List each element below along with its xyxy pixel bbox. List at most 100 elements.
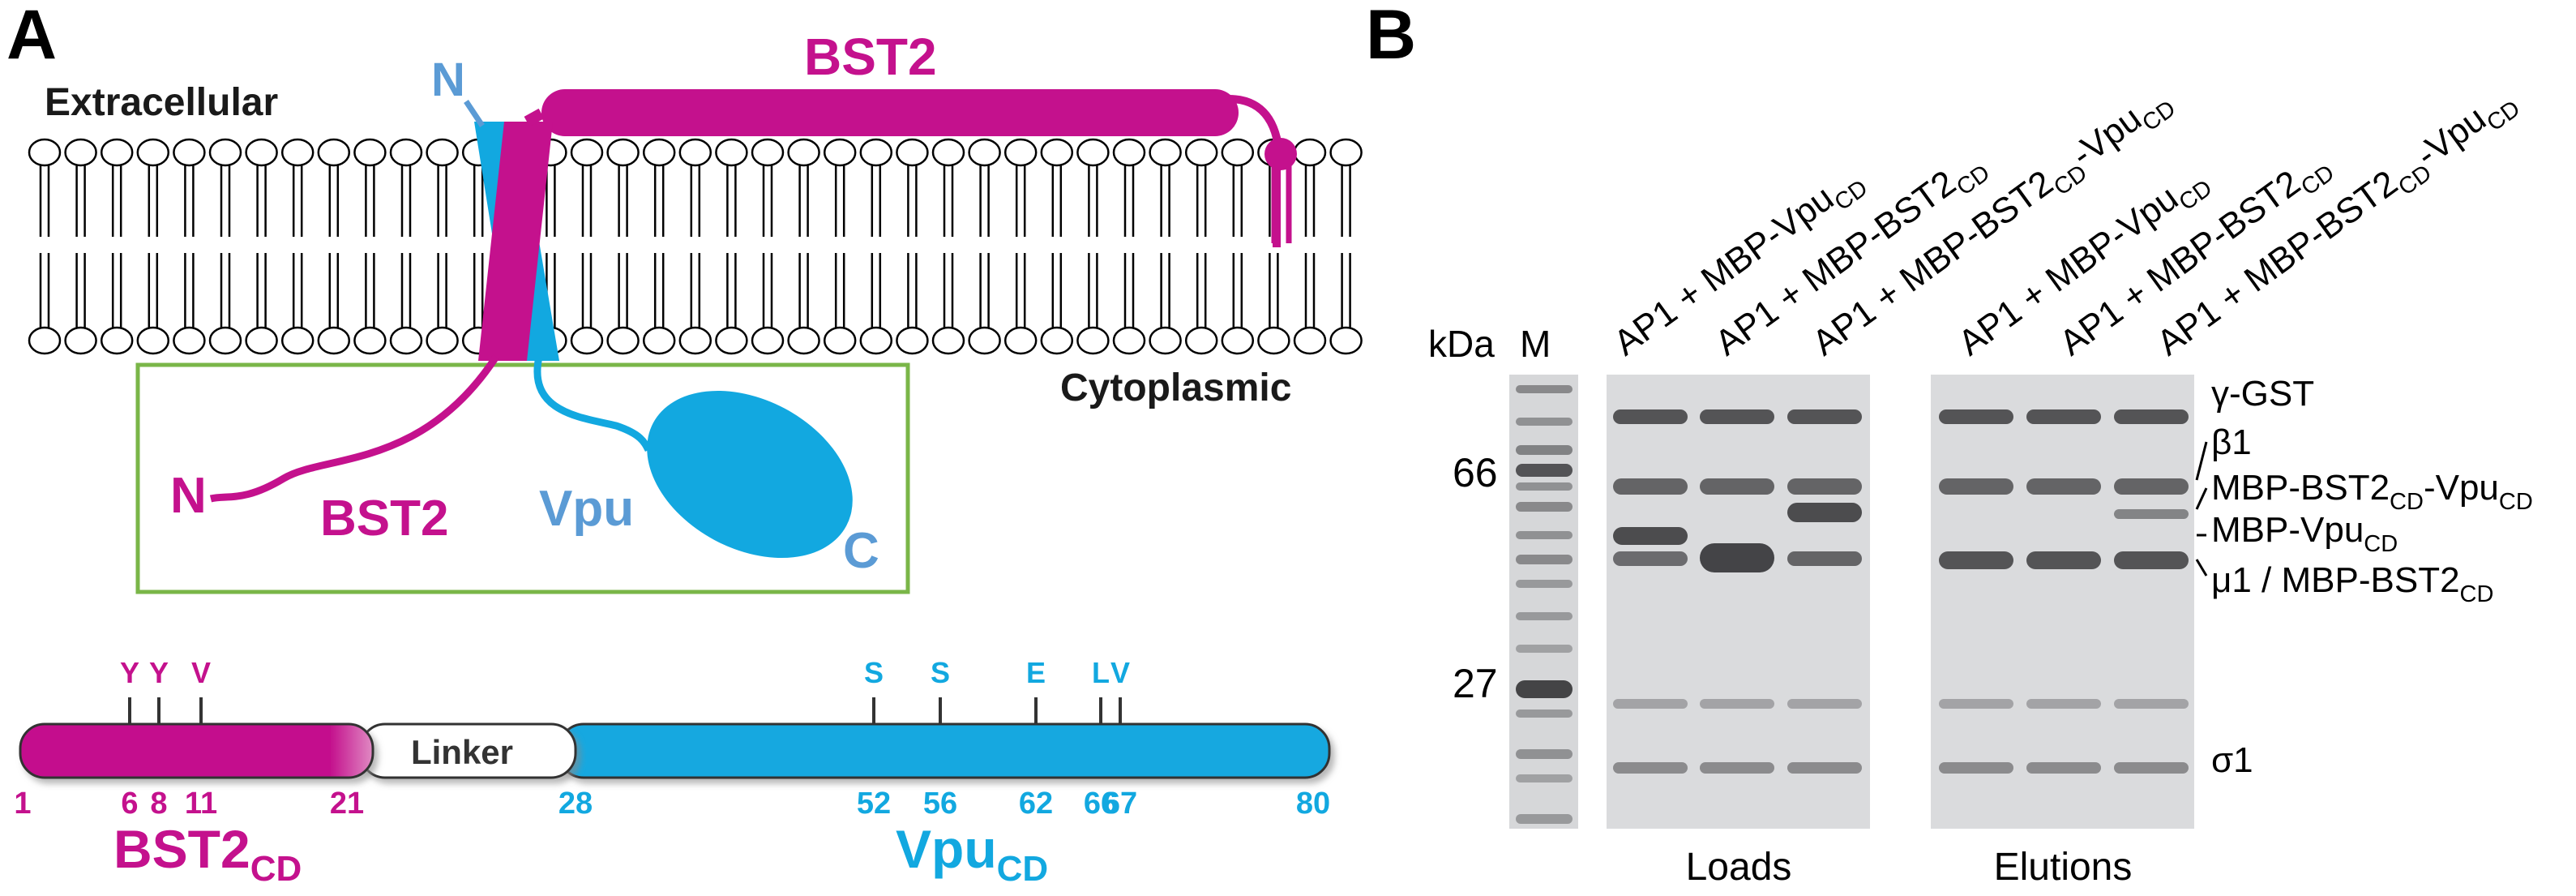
bst2-inset-label: BST2	[320, 491, 448, 547]
lipid-head	[1112, 326, 1146, 355]
lipid-head	[280, 138, 315, 167]
band-label: β1	[2211, 422, 2252, 462]
lipid-head	[100, 326, 134, 355]
lipid-head	[1076, 138, 1110, 167]
n-terminus-top-label: N	[431, 54, 465, 106]
lipid-head	[317, 138, 351, 167]
gel-band	[1516, 531, 1573, 539]
gel-band	[1700, 409, 1774, 424]
vpu-cytoplasmic-linker	[533, 356, 653, 452]
lipid-bilayer	[28, 138, 1363, 355]
mw-66-label: 66	[1453, 450, 1498, 495]
vpu-cd-label: VpuCD	[896, 819, 1048, 889]
lipid-head	[859, 138, 893, 167]
lipid-head	[28, 138, 62, 167]
lipid-head	[968, 138, 1001, 167]
gel-band	[1516, 774, 1573, 782]
gel-band	[1700, 762, 1774, 774]
mu1-leader	[2195, 559, 2208, 577]
lipid-head	[1149, 138, 1182, 167]
lipid-head	[1293, 326, 1327, 355]
gel-band	[1516, 612, 1573, 620]
lipid-head	[317, 326, 351, 355]
lipid-head	[426, 138, 459, 167]
mbp-bst2-vpu-leader	[2195, 487, 2208, 510]
elutions-label: Elutions	[1994, 846, 2133, 889]
lipid-head	[1329, 138, 1363, 167]
lipid-head	[1184, 138, 1218, 167]
lipid-head	[570, 138, 604, 167]
lipid-head	[823, 326, 857, 355]
lipid-head	[859, 326, 893, 355]
lipid-head	[136, 326, 170, 355]
gel-band	[1939, 762, 2013, 774]
vpu-n-tail	[464, 100, 485, 127]
lipid-head	[787, 326, 820, 355]
linker-label: Linker	[411, 733, 513, 771]
beta1-leader	[2195, 441, 2208, 481]
lipid-head	[751, 138, 785, 167]
loads-label: Loads	[1686, 846, 1792, 889]
gel-band	[1939, 551, 2013, 569]
lipid-head	[28, 326, 62, 355]
lipid-head	[642, 138, 676, 167]
residue-num-1: 1	[14, 787, 31, 821]
gel-band	[1516, 482, 1573, 491]
lipid-head	[896, 326, 929, 355]
lipid-head	[1040, 138, 1074, 167]
bst2-gpi-anchor	[1264, 138, 1297, 170]
gel-band	[1787, 762, 1862, 774]
lipid-head	[896, 138, 929, 167]
bst2-cd-bar	[19, 722, 374, 779]
lipid-head	[570, 326, 604, 355]
lipid-head	[751, 326, 785, 355]
band-label: μ1 / MBP-BST2CD	[2211, 560, 2493, 607]
gel-band	[1787, 699, 1862, 709]
band-label: σ1	[2211, 740, 2253, 780]
lipid-head	[1221, 138, 1255, 167]
gel-band	[1516, 555, 1573, 564]
gel-band	[2114, 762, 2189, 774]
lipid-head	[1003, 326, 1038, 355]
gel-band	[2026, 551, 2101, 569]
lipid-head	[208, 326, 242, 355]
lipid-head	[823, 138, 857, 167]
marker-label: M	[1520, 323, 1551, 365]
bst2-cytoplasmic-tail	[209, 354, 499, 503]
kda-label: kDa	[1428, 323, 1495, 365]
gel-band	[2026, 699, 2101, 709]
lipid-head	[1149, 326, 1182, 355]
bst2-extracellular-helix	[541, 89, 1239, 136]
lipid-head	[389, 138, 423, 167]
lipid-head	[678, 138, 712, 167]
lipid-head	[1184, 326, 1218, 355]
lipid-head	[389, 326, 423, 355]
lipid-head	[715, 326, 748, 355]
lipid-head	[173, 326, 206, 355]
cytoplasmic-label: Cytoplasmic	[1060, 367, 1291, 409]
residue-number: 6	[121, 787, 138, 821]
lipid-head	[715, 138, 748, 167]
residue-number: 8	[150, 787, 167, 821]
gel-band	[1939, 409, 2013, 424]
gel-band	[1613, 762, 1688, 774]
gel-bands	[1516, 385, 2189, 824]
gel-band	[2026, 478, 2101, 495]
lipid-head	[1293, 138, 1327, 167]
c-terminus-label: C	[843, 523, 879, 579]
lipid-head	[245, 326, 278, 355]
loads-gel	[1607, 375, 1870, 829]
gel-band	[2114, 478, 2189, 495]
n-terminus-left-label: N	[170, 468, 207, 524]
lipid-head	[1040, 326, 1074, 355]
residue-letter: E	[1026, 656, 1046, 689]
elutions-gel	[1931, 375, 2194, 829]
gel-band	[2114, 551, 2189, 569]
gel-band	[1613, 478, 1688, 495]
lipid-head	[64, 138, 97, 167]
gel-band	[1516, 464, 1573, 477]
lipid-head	[280, 326, 315, 355]
